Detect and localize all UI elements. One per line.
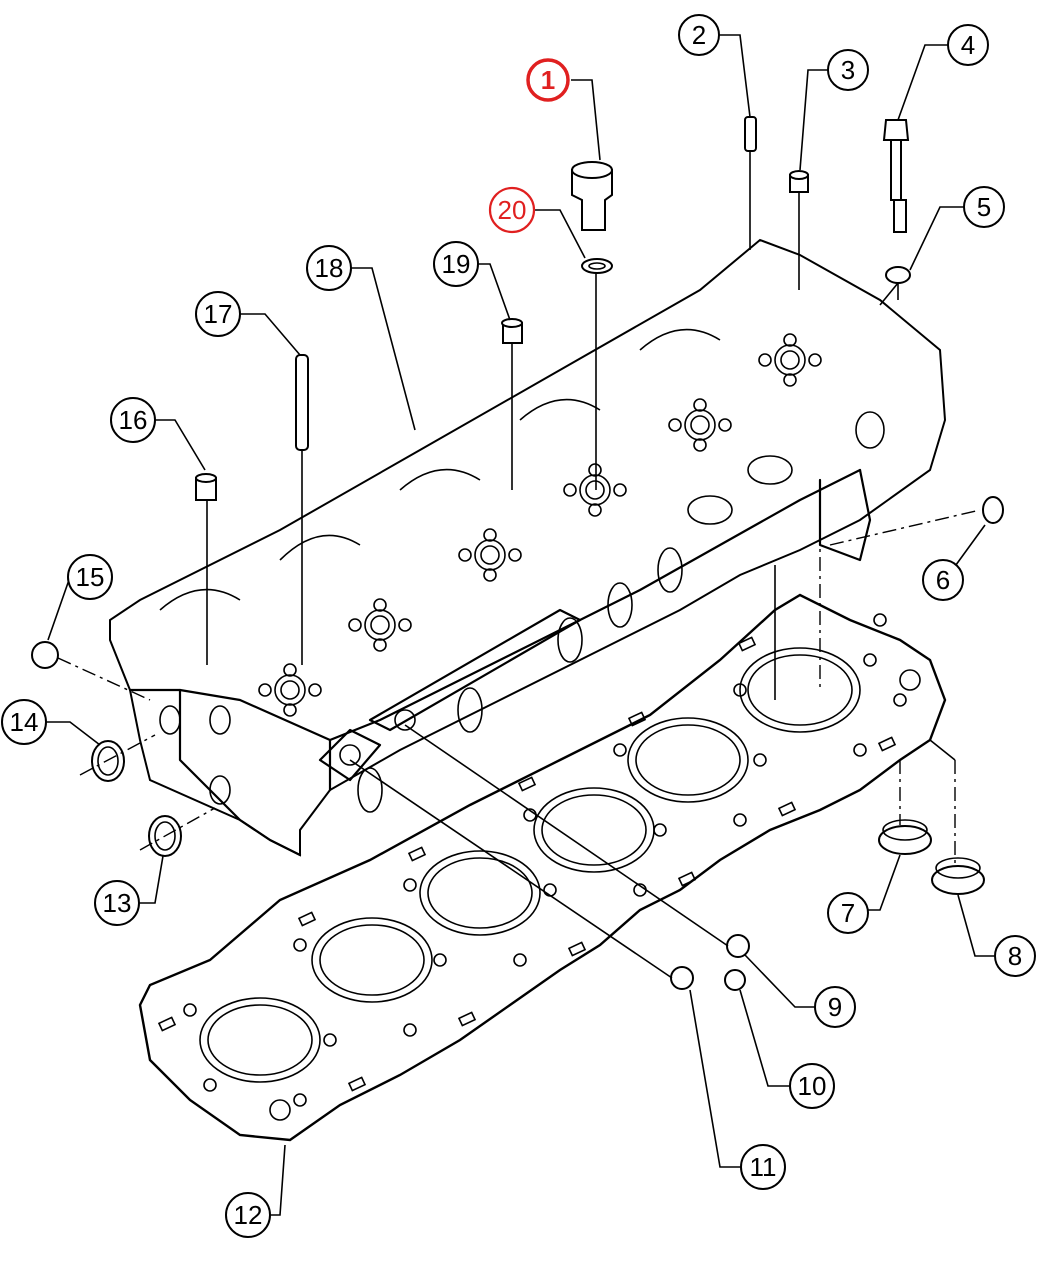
callout-10: 10 [789, 1063, 835, 1109]
sleeve-part-16 [195, 473, 217, 501]
parts [31, 116, 1004, 991]
dowel-part-10 [724, 969, 746, 991]
callout-2-label: 2 [692, 20, 706, 50]
o-ring-part [581, 258, 613, 274]
callout-4: 4 [947, 24, 989, 66]
dowel-part-9 [726, 934, 750, 958]
callout-13: 13 [94, 880, 140, 926]
callout-9: 9 [814, 986, 856, 1028]
injector-sleeve-part [571, 161, 613, 231]
tube-part-17 [295, 354, 309, 451]
callout-19: 19 [433, 241, 479, 287]
callout-4-label: 4 [961, 30, 975, 60]
washer-part [885, 266, 911, 284]
callout-1: 1 [526, 58, 570, 102]
callout-15: 15 [67, 554, 113, 600]
callout-7-label: 7 [841, 898, 855, 928]
callout-3-label: 3 [841, 55, 855, 85]
callout-8: 8 [994, 935, 1036, 977]
callout-13-label: 13 [103, 888, 132, 918]
callout-2: 2 [678, 14, 720, 56]
callout-12-label: 12 [234, 1200, 263, 1230]
callout-1-circle [526, 58, 570, 102]
callout-16: 16 [110, 397, 156, 443]
callout-3: 3 [827, 49, 869, 91]
callout-18: 18 [306, 245, 352, 291]
callout-16-label: 16 [119, 405, 148, 435]
dowel-part-11 [670, 966, 694, 990]
callout-17-label: 17 [204, 299, 233, 329]
dowel-part-6 [982, 496, 1004, 524]
callout-9-label: 9 [828, 992, 842, 1022]
dowel-part-15 [31, 641, 59, 669]
callout-20-label: 20 [498, 195, 527, 225]
callout-6: 6 [922, 559, 964, 601]
callout-12: 12 [225, 1192, 271, 1238]
sleeve-part-19 [501, 318, 523, 344]
callout-5-label: 5 [977, 192, 991, 222]
callout-8-label: 8 [1008, 941, 1022, 971]
seal-plug-part-8 [931, 857, 985, 895]
callout-1-label: 1 [541, 65, 555, 95]
callout-7: 7 [827, 892, 869, 934]
callout-20: 20 [488, 186, 536, 234]
callout-15-label: 15 [76, 562, 105, 592]
cylinder-head [109, 238, 947, 857]
callout-10-label: 10 [798, 1071, 827, 1101]
pin-part [744, 116, 757, 152]
callout-20-circle [488, 186, 536, 234]
seal-plug-part-7 [878, 819, 932, 855]
callout-11-label: 11 [750, 1152, 777, 1182]
assembly-lines [57, 152, 981, 979]
callout-5: 5 [963, 186, 1005, 228]
bolt-part [882, 119, 910, 233]
callout-14: 14 [1, 699, 47, 745]
callout-17: 17 [195, 291, 241, 337]
callout-6-label: 6 [936, 565, 950, 595]
callout-19-label: 19 [442, 249, 471, 279]
cup-plug-part-14 [91, 740, 125, 782]
callout-14-label: 14 [10, 707, 39, 737]
callout-18-label: 18 [315, 253, 344, 283]
callout-11: 11 [740, 1144, 786, 1190]
head-gasket [138, 593, 947, 1142]
